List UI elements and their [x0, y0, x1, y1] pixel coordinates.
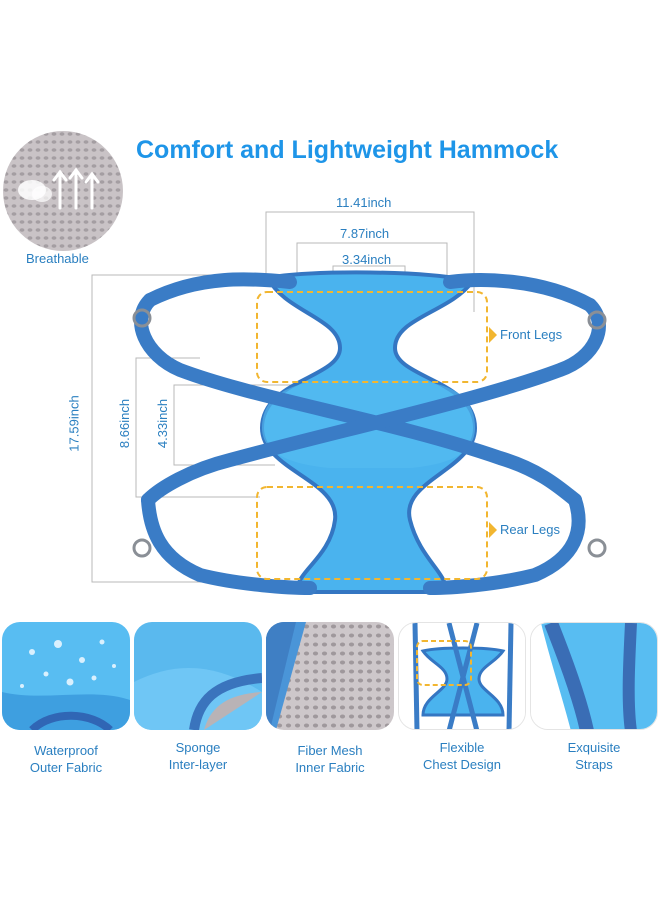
feature-label-waterproof: Waterproof Outer Fabric: [6, 742, 126, 776]
metal-rings: [132, 308, 607, 558]
dim-width-inner: 3.34inch: [342, 252, 392, 267]
page-title: Comfort and Lightweight Hammock: [136, 136, 559, 164]
waterproof-tile: [2, 622, 130, 730]
feature-line2: Inter-layer: [168, 757, 228, 772]
feature-label-flexible: Flexible Chest Design: [402, 739, 522, 773]
feature-line2: Chest Design: [422, 757, 502, 772]
feature-line2: Outer Fabric: [29, 760, 103, 775]
fiber-mesh-tile: [266, 622, 394, 730]
breathable-label: Breathable: [26, 251, 89, 266]
front-legs-arrow-icon: [489, 327, 497, 343]
breathable-mesh-icon: [3, 131, 123, 251]
flexible-chest-tile: [398, 622, 526, 730]
rear-legs-label: Rear Legs: [500, 522, 560, 537]
feature-line2: Straps: [575, 757, 613, 772]
feature-label-straps: Exquisite Straps: [534, 739, 654, 773]
feature-line1: Exquisite: [567, 740, 621, 755]
hammock-diagram: [91, 211, 607, 595]
rear-legs-arrow-icon: [489, 522, 497, 538]
feature-line1: Waterproof: [34, 743, 98, 758]
straps: [134, 272, 606, 595]
feature-line1: Sponge: [175, 740, 221, 755]
feature-line1: Fiber Mesh: [297, 743, 363, 758]
front-legs-box: [256, 291, 488, 383]
feature-line1: Flexible: [439, 740, 485, 755]
sponge-tile: [134, 622, 262, 730]
dim-width-middle: 7.87inch: [340, 226, 390, 241]
breathable-badge: [2, 130, 124, 252]
feature-label-sponge: Sponge Inter-layer: [138, 739, 258, 773]
rear-legs-box: [256, 486, 488, 580]
exquisite-straps-tile: [530, 622, 658, 730]
feature-line2: Inner Fabric: [295, 760, 365, 775]
dim-width-outer: 11.41inch: [336, 195, 392, 210]
feature-label-fiber-mesh: Fiber Mesh Inner Fabric: [270, 742, 390, 776]
front-legs-label: Front Legs: [500, 327, 563, 342]
